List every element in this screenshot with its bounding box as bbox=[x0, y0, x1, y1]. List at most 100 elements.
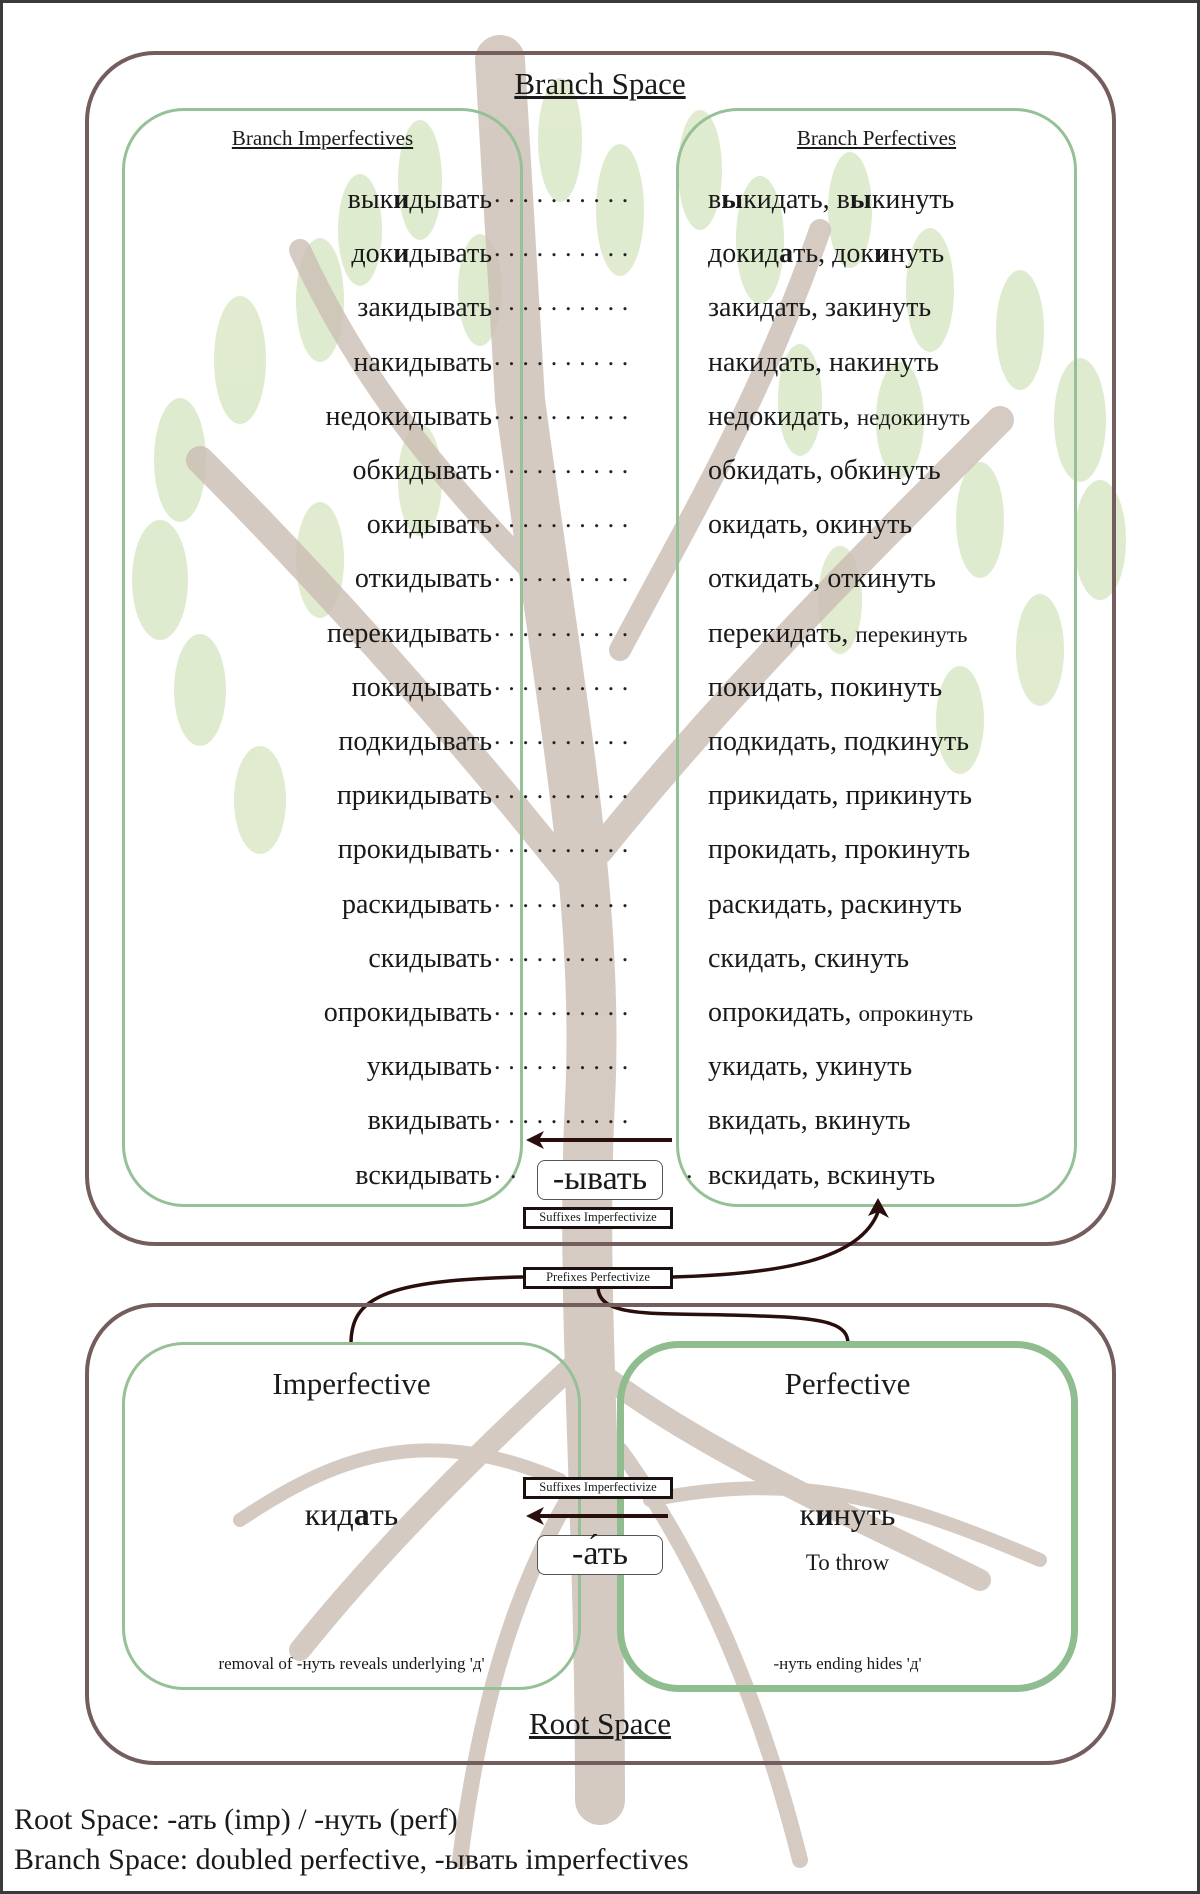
branch-imperfective-verb: скидывать bbox=[368, 942, 492, 974]
word-part: вык bbox=[347, 184, 394, 215]
suffix-at-box: -а́ть bbox=[537, 1535, 663, 1575]
branch-perfective-pair: докидать, докинуть bbox=[708, 238, 945, 270]
perfective-forms: покидать, покинуть bbox=[708, 671, 943, 703]
word-part: кид bbox=[304, 1496, 354, 1532]
branch-perfective-pair: прокидать, прокинуть bbox=[708, 830, 970, 870]
leader-dots: .......... bbox=[494, 612, 636, 642]
leader-dots: .......... bbox=[494, 450, 636, 479]
verb-pair-row: опрокидывать.......... опрокидать, опроки… bbox=[0, 992, 1200, 1034]
verb-pair-row: откидывать.......... откидать, откинуть bbox=[0, 558, 1200, 599]
verb-pair-row: недокидывать.......... недокидать, недоки… bbox=[0, 396, 1200, 438]
leader-dots: .......... bbox=[494, 883, 636, 913]
branch-perfective-pair: недокидать, недокинуть bbox=[708, 397, 970, 438]
leader-dots: . bbox=[686, 1154, 701, 1184]
perfective-forms: скидать, скинуть bbox=[708, 942, 909, 974]
perfective-forms: прикидать, прикинуть bbox=[708, 780, 973, 812]
stressed-vowel: а bbox=[353, 1496, 370, 1532]
branch-perfective-pair: раскидать, раскинуть bbox=[708, 885, 962, 925]
perfective-forms: недокидать, bbox=[708, 400, 850, 432]
leader-dots: .......... bbox=[494, 992, 636, 1021]
perfective-forms: вкидать, вкинуть bbox=[708, 1105, 911, 1137]
verb-pair-row: подкидывать..........подкидать, подкинут… bbox=[0, 721, 1200, 762]
branch-imperfective-verb: выкидывать bbox=[348, 180, 492, 220]
branch-imperfective-verb: вкидывать bbox=[367, 1105, 492, 1137]
branch-perfective-pair: подкидать, подкинуть bbox=[708, 722, 969, 762]
verb-pair-row: вкидывать.......... вкидать, вкинуть bbox=[0, 1100, 1200, 1141]
verb-pair-row: выкидывать.......... выкидать, выкинуть bbox=[0, 179, 1200, 220]
root-perfective-translation: To throw bbox=[805, 1550, 890, 1575]
leader-dots: .......... bbox=[494, 721, 636, 750]
suffixes-imperfectivize-label-root: Suffixes Imperfectivize bbox=[523, 1477, 673, 1499]
root-space-title: Root Space bbox=[528, 1706, 672, 1741]
perfective-forms: опрокидать, bbox=[708, 997, 852, 1028]
branch-imperfective-verb: накидывать bbox=[353, 346, 492, 378]
branch-perfective-pair: откидать, откинуть bbox=[708, 559, 936, 599]
root-space-box bbox=[85, 1303, 1116, 1765]
branch-perfective-pair: окидать, окинуть bbox=[708, 505, 912, 545]
verb-pair-row: обкидывать.......... обкидать, обкинуть bbox=[0, 450, 1200, 491]
leader-dots: .......... bbox=[494, 1100, 636, 1130]
branch-imperfective-verb: откидывать bbox=[354, 563, 492, 595]
suffixes-imperfectivize-label-branch: Suffixes Imperfectivize bbox=[523, 1207, 673, 1229]
leader-dots: .......... bbox=[494, 666, 636, 696]
branch-imperfective-verb: закидывать bbox=[357, 292, 492, 324]
root-perfective-title: Perfective bbox=[784, 1366, 911, 1401]
branch-perfective-pair: выкидать, выкинуть bbox=[708, 184, 955, 215]
branch-imperfective-verb: окидывать bbox=[366, 509, 492, 541]
word-part: дывать bbox=[409, 238, 492, 270]
branch-imperfective-verb: докидывать bbox=[351, 234, 492, 274]
branch-perfective-pair: закидать, закинуть bbox=[708, 288, 931, 328]
perfective-form-small: перекинуть bbox=[855, 621, 968, 647]
root-imperfective-word: кидать bbox=[122, 1496, 581, 1533]
verb-pair-row: перекидывать.......... перекидать, переки… bbox=[0, 613, 1200, 655]
branch-perfective-pair: вскидать, вскинуть bbox=[708, 1156, 935, 1196]
leader-dots: .......... bbox=[494, 179, 636, 208]
perfective-forms: перекидать, bbox=[708, 617, 849, 649]
imperfectivize-arrow-root bbox=[526, 1507, 668, 1525]
leader-dots: .......... bbox=[494, 937, 636, 967]
leader-dots: . bbox=[494, 1154, 509, 1184]
stressed-vowel: и bbox=[393, 238, 410, 270]
leader-dots: .......... bbox=[494, 395, 636, 425]
verb-pair-row: прикидывать..........прикидать, прикинут… bbox=[0, 775, 1200, 816]
branch-imperfective-verb: опрокидывать bbox=[323, 997, 492, 1028]
branch-imperfective-verb: прикидывать bbox=[336, 780, 492, 812]
leader-dots: .......... bbox=[494, 558, 636, 588]
verb-pair-row: накидывать..........накидать, накинуть bbox=[0, 342, 1200, 383]
perfective-form-small: опрокинуть bbox=[858, 1001, 974, 1026]
branch-imperfective-verb: укидывать bbox=[366, 1051, 492, 1083]
root-perfective-note: -нуть ending hides 'д' bbox=[773, 1654, 922, 1673]
branch-perfective-pair: опрокидать, опрокинуть bbox=[708, 993, 973, 1034]
perfective-forms: укидать, укинуть bbox=[708, 1051, 913, 1083]
branch-space-box bbox=[85, 51, 1116, 1246]
verb-pair-row: окидывать..........окидать, окинуть bbox=[0, 504, 1200, 545]
branch-perfective-pair: обкидать, обкинуть bbox=[708, 451, 941, 491]
word-part: нуть bbox=[833, 1496, 896, 1532]
word-part: к bbox=[799, 1496, 816, 1532]
branch-imperfectives-title: Branch Imperfectives bbox=[231, 126, 414, 150]
perfective-forms: раскидать, раскинуть bbox=[708, 888, 962, 920]
root-imperfective-note: removal of -нуть reveals underlying 'д' bbox=[218, 1654, 485, 1673]
verb-pair-row: раскидывать..........раскидать, раскинут… bbox=[0, 884, 1200, 925]
perfective-forms: подкидать, подкинуть bbox=[708, 726, 969, 757]
branch-perfective-pair: вкидать, вкинуть bbox=[708, 1101, 911, 1141]
verb-pair-row: прокидывать..........прокидать, прокинут… bbox=[0, 829, 1200, 870]
verb-pair-row: покидывать..........покидать, покинуть bbox=[0, 667, 1200, 708]
branch-perfective-pair: перекидать, перекинуть bbox=[708, 614, 967, 655]
branch-space-title: Branch Space bbox=[514, 66, 686, 101]
stressed-vowel: и bbox=[393, 184, 410, 215]
branch-perfectives-title: Branch Perfectives bbox=[796, 126, 957, 150]
root-perfective-word: кинуть bbox=[617, 1496, 1078, 1533]
word-part: ть bbox=[369, 1496, 399, 1532]
root-imperfective-title: Imperfective bbox=[272, 1366, 431, 1401]
perfective-forms: прокидать, прокинуть bbox=[708, 834, 971, 866]
branch-imperfective-verb: обкидывать bbox=[352, 455, 492, 486]
verb-pair-row: докидывать..........докидать, докинуть bbox=[0, 233, 1200, 274]
branch-imperfective-verb: перекидывать bbox=[326, 617, 492, 649]
legend-root-space: Root Space: -ать (imp) / -нуть (perf) bbox=[14, 1803, 458, 1836]
leader-dots: .......... bbox=[494, 829, 636, 859]
word-part: дывать bbox=[409, 184, 492, 215]
perfective-forms: накидать, накинуть bbox=[708, 346, 939, 378]
branch-imperfective-verb: недокидывать bbox=[325, 400, 493, 432]
